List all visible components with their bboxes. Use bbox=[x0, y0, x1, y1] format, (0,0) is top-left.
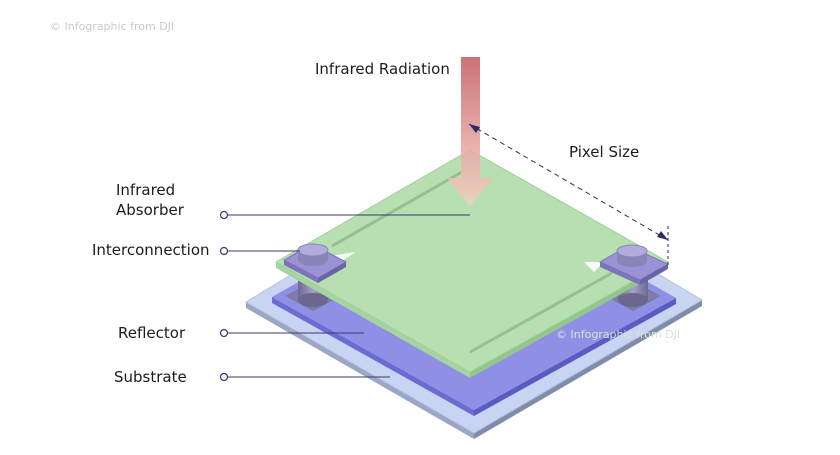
interconnection-label: Interconnection bbox=[92, 241, 210, 259]
infrared-radiation-arrow bbox=[447, 57, 493, 206]
infrared-absorber-membrane bbox=[274, 149, 670, 378]
absorber-leader bbox=[219, 210, 470, 220]
interconnection-leader bbox=[219, 246, 300, 256]
reflector-label: Reflector bbox=[118, 324, 186, 342]
substrate-label: Substrate bbox=[114, 368, 187, 386]
right-interconnection-pad bbox=[598, 244, 670, 285]
leader-lines bbox=[219, 210, 470, 382]
watermark-top: © Infographic from DJI bbox=[50, 20, 175, 33]
pixel-size-label: Pixel Size bbox=[569, 143, 640, 161]
pixel-size-dimension bbox=[468, 123, 669, 268]
left-interconnection-pad bbox=[282, 243, 348, 283]
watermark-center: © Infographic from DJI bbox=[556, 328, 681, 341]
reflector-leader bbox=[219, 328, 364, 338]
substrate-leader bbox=[219, 372, 390, 382]
infrared-absorber-label: Infrared Absorber bbox=[116, 181, 184, 219]
infrared-radiation-label: Infrared Radiation bbox=[315, 60, 450, 78]
